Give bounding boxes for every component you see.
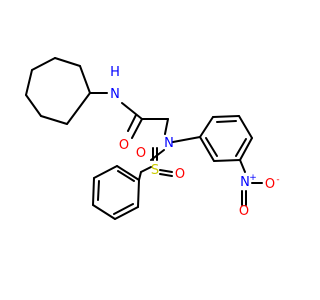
s-phenyl-bond (140, 166, 152, 173)
nitro-nitrogen-label: N (240, 175, 250, 190)
nitro-oxygen-charge: - (276, 175, 279, 185)
aryl-bond (212, 115, 240, 118)
phenyl-bond (92, 204, 116, 220)
aryl-bond (239, 137, 253, 161)
phenyl-bond (116, 165, 140, 181)
nitro-oxygen-down-label: O (239, 204, 249, 219)
ring-bond (31, 57, 56, 71)
sulfonamide-nitrogen-label: N (164, 136, 174, 151)
carbonyl-double-bond (131, 118, 143, 139)
n-aryl-bond (172, 136, 201, 143)
cycloheptyl-ring (25, 57, 91, 125)
sulfonyl-oxygen-left-label: O (136, 146, 146, 161)
nitrophenyl-ring (199, 115, 253, 173)
amide-nitrogen-label: N (110, 87, 120, 102)
carbonyl-double-bond-inner (127, 114, 137, 132)
aryl-bond (213, 159, 241, 162)
aryl-bond (199, 136, 215, 162)
phenyl-inner-bond (117, 170, 135, 182)
phenyl-bond (137, 179, 140, 208)
sulfur-label: S (151, 163, 159, 178)
phenyl-bond (93, 165, 118, 179)
molecule-svg: N H O N S O O N + O O - (25, 57, 280, 220)
phenyl-bond (92, 177, 95, 206)
sulfonamide-group (138, 147, 173, 181)
phenyl-bond (114, 206, 139, 220)
ring-bond (40, 115, 68, 125)
n-carbonyl-bond (121, 102, 143, 120)
amide-linkage (89, 92, 169, 139)
phenyl-ring (92, 165, 140, 220)
nitro-group (241, 182, 263, 206)
carbonyl-oxygen-label: O (119, 138, 129, 153)
ring-bond (25, 94, 42, 117)
ring-bond (79, 65, 91, 94)
aryl-nitro-bond (239, 159, 246, 173)
aryl-inner-bond (216, 120, 237, 123)
s-phenyl-bond-2 (138, 171, 142, 181)
nitro-oxygen-right-label: O (265, 177, 275, 192)
phenyl-inner-bond (97, 180, 100, 201)
ch2-n-bond (164, 118, 169, 135)
amide-hydrogen-label: H (110, 65, 120, 80)
s-o-right-bond (159, 169, 173, 173)
ring-bond (54, 57, 81, 67)
sulfonyl-oxygen-right-label: O (175, 167, 185, 182)
aryl-bond (238, 115, 253, 139)
s-o-right-bond-2 (159, 173, 173, 177)
phenyl-inner-bond (113, 203, 134, 215)
structure-diagram: N H O N S O O N + O O - (25, 57, 280, 220)
aryl-inner-bond (205, 137, 218, 157)
ring-bond (66, 92, 91, 125)
ring-bond (25, 69, 33, 96)
aryl-bond (199, 116, 214, 138)
nitro-nitrogen-charge: + (249, 173, 257, 183)
aryl-inner-bond (235, 138, 247, 157)
